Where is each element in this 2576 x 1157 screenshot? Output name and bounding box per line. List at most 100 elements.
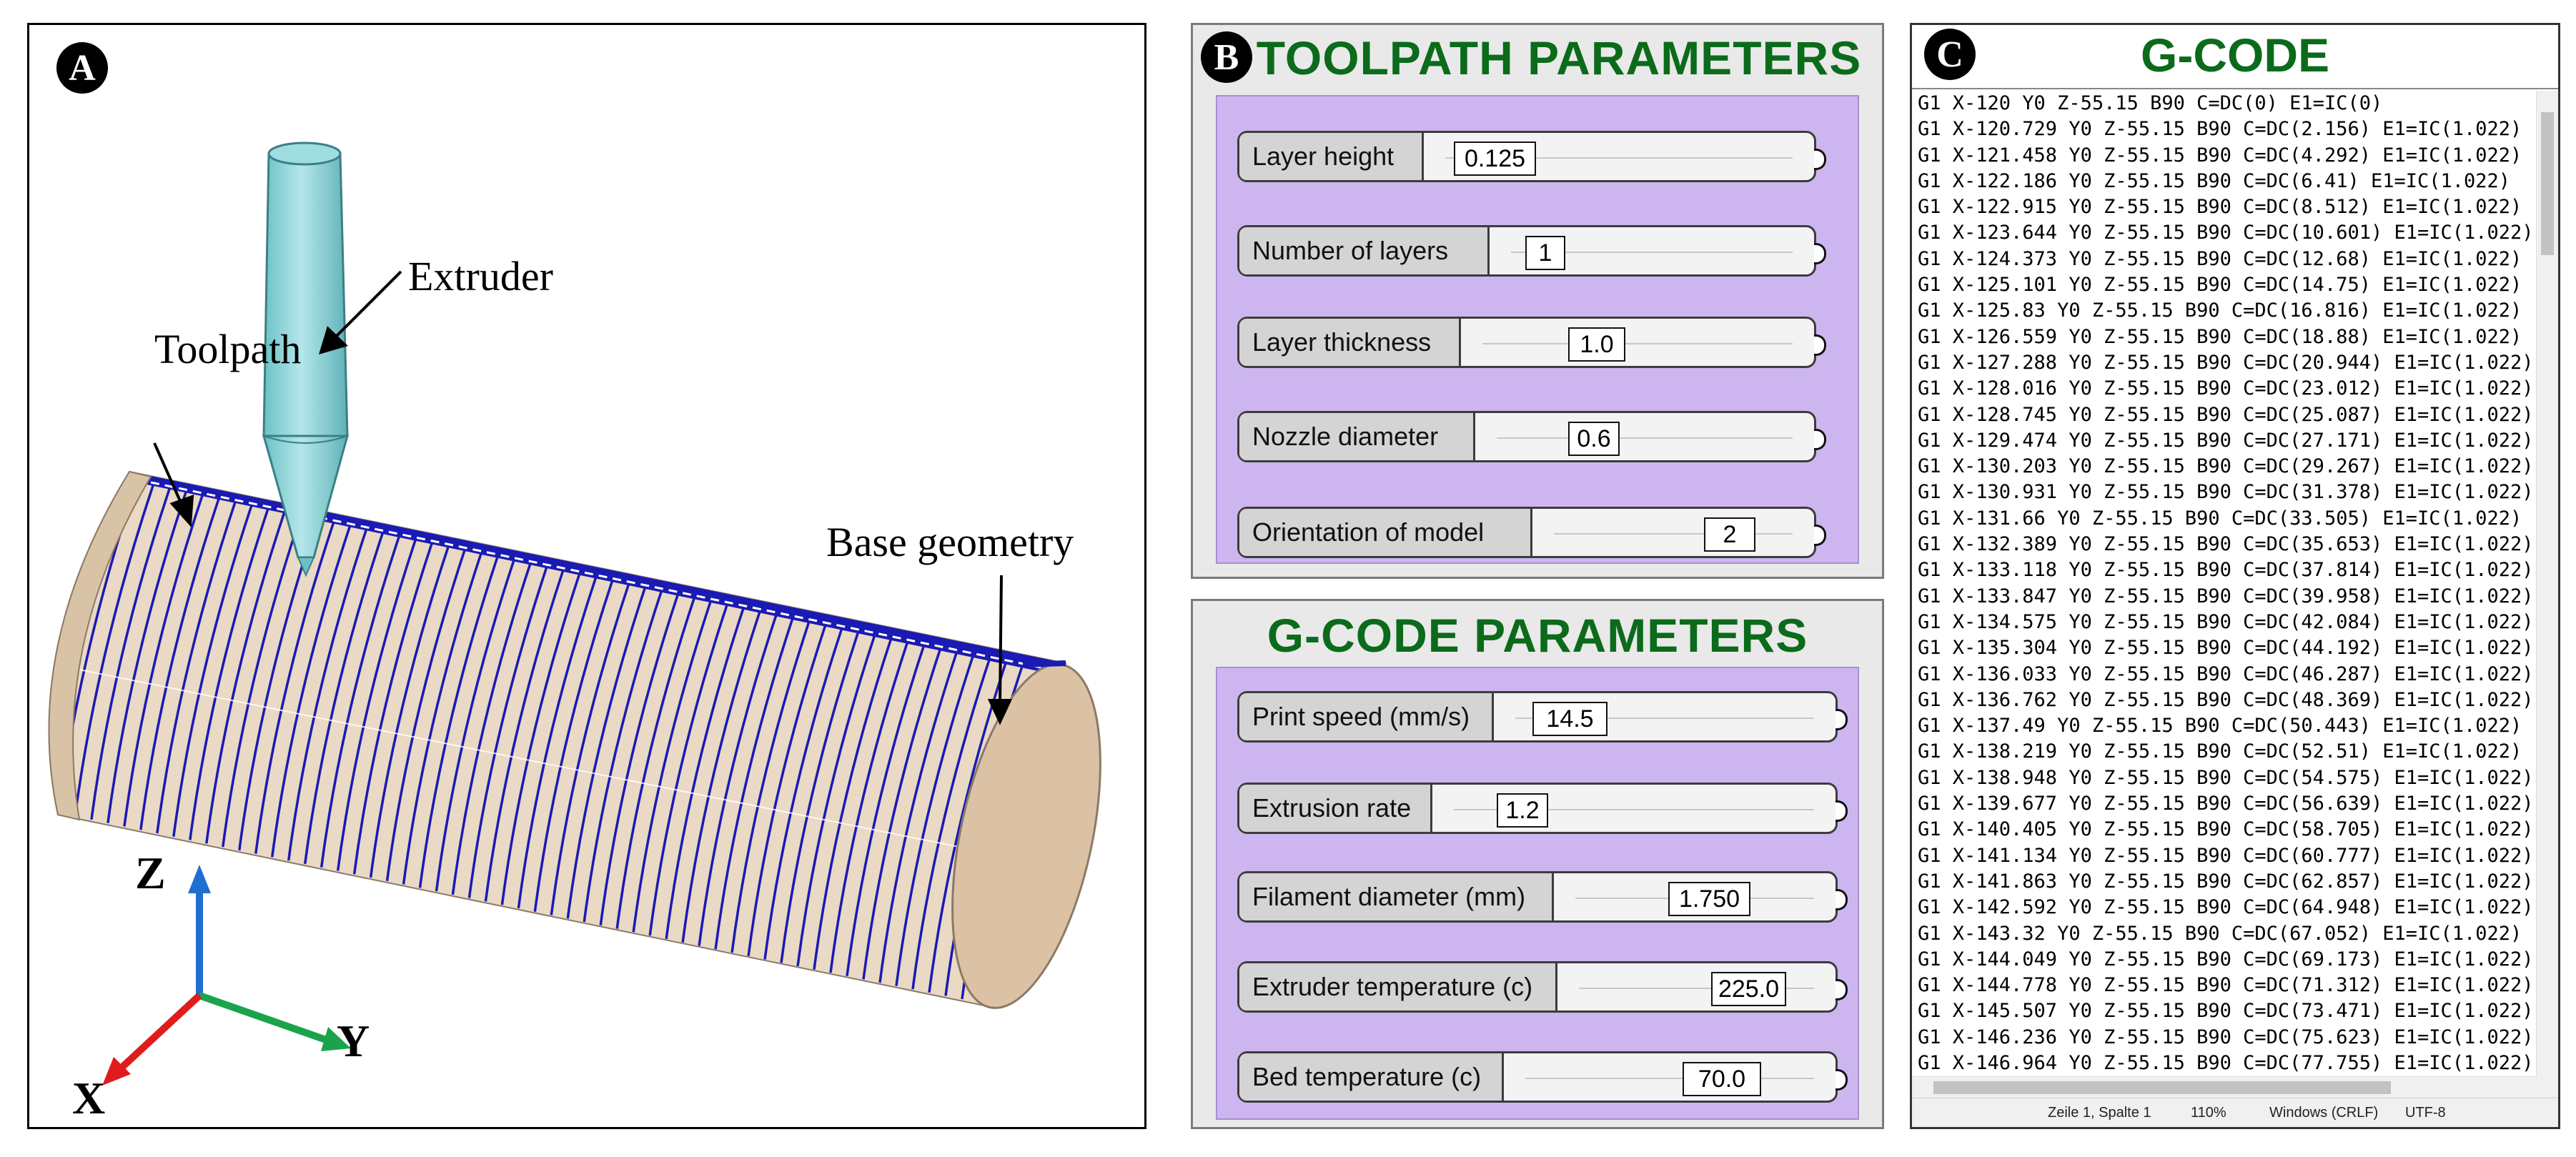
slider-track[interactable] (1579, 988, 1814, 989)
slider-value[interactable]: 0.6 (1568, 422, 1620, 456)
number-slider[interactable]: Bed temperature (c)70.0 (1237, 1051, 1848, 1103)
number-slider[interactable]: Number of layers 1 (1237, 225, 1826, 277)
gcode-line: G1 X-130.931 Y0 Z-55.15 B90 C=DC(31.378)… (1918, 481, 2532, 504)
number-slider[interactable]: Print speed (mm/s) 14.5 (1237, 691, 1848, 743)
gcode-line: G1 X-138.948 Y0 Z-55.15 B90 C=DC(54.575)… (1918, 766, 2532, 789)
toolpath-line (500, 570, 582, 908)
gcode-line: G1 X-136.762 Y0 Z-55.15 B90 C=DC(48.369)… (1918, 688, 2532, 711)
slider-value[interactable]: 0.125 (1454, 141, 1536, 176)
extruder-nozzle (262, 141, 349, 577)
gcode-line: G1 X-136.033 Y0 Z-55.15 B90 C=DC(46.287)… (1918, 662, 2532, 685)
slider-value[interactable]: 1 (1525, 236, 1565, 270)
status-bar: Zeile 1, Spalte 1 110% Windows (CRLF) UT… (1912, 1098, 2558, 1127)
output-grip[interactable] (1814, 525, 1826, 546)
slider-value[interactable]: 225.0 (1711, 972, 1786, 1006)
number-slider[interactable]: Filament diameter (mm) 1.750 (1237, 871, 1848, 923)
axis-x-label: X (72, 1073, 106, 1123)
slider-label: Number of layers (1239, 227, 1490, 274)
gcode-line: G1 X-137.49 Y0 Z-55.15 B90 C=DC(50.443) … (1918, 715, 2522, 738)
toolpath-line (73, 485, 154, 822)
gcode-parameters-panel: G-CODE PARAMETERS Print speed (mm/s) 14.5… (1191, 599, 1884, 1129)
base-geometry-cylinder (48, 470, 1101, 1009)
gcode-text-area[interactable]: G1 X-120 Y0 Z-55.15 B90 C=DC(0) E1=IC(0)… (1918, 91, 2532, 1076)
slider-track[interactable] (1515, 717, 1814, 719)
toolpath-line (599, 590, 680, 928)
output-grip[interactable] (1836, 979, 1848, 1000)
toolpath-line (254, 521, 335, 858)
number-slider[interactable]: Nozzle diameter 0.6 (1237, 411, 1826, 462)
slider-value[interactable]: 1.2 (1497, 793, 1548, 828)
number-slider[interactable]: Extruder temperature (c) 225.0 (1237, 961, 1848, 1013)
slider-track[interactable] (1454, 809, 1814, 810)
gcode-line: G1 X-127.288 Y0 Z-55.15 B90 C=DC(20.944)… (1918, 351, 2532, 374)
output-grip[interactable] (1836, 1069, 1848, 1091)
output-grip[interactable] (1814, 149, 1826, 170)
slider-label: Extrusion rate (1239, 785, 1432, 832)
extruder-label: Extruder (408, 253, 553, 299)
axis-z-label: Z (135, 848, 166, 898)
slider-label: Nozzle diameter (1239, 413, 1475, 460)
panel-a-badge: A (56, 42, 108, 94)
toolpath-line (813, 633, 894, 970)
zoom-level: 110% (2191, 1105, 2226, 1121)
slider-value[interactable]: 70.0 (1683, 1062, 1761, 1096)
toolpath-line (780, 626, 861, 963)
number-slider[interactable]: Extrusion rate 1.2 (1237, 783, 1848, 834)
slider-label: Layer height (1239, 133, 1424, 180)
output-grip[interactable] (1814, 243, 1826, 264)
toolpath-line (681, 607, 763, 944)
gcode-line: G1 X-144.778 Y0 Z-55.15 B90 C=DC(71.312)… (1918, 974, 2532, 997)
gcode-line: G1 X-141.134 Y0 Z-55.15 B90 C=DC(60.777)… (1918, 844, 2532, 867)
slider-track[interactable] (1482, 343, 1793, 344)
output-grip[interactable] (1836, 889, 1848, 910)
gcode-text-editor: G-CODE G1 X-120 Y0 Z-55.15 B90 C=DC(0) E… (1910, 23, 2560, 1129)
gcode-line: G1 X-126.559 Y0 Z-55.15 B90 C=DC(18.88) … (1918, 325, 2522, 348)
gcode-parameters-title: G-CODE PARAMETERS (1267, 609, 1808, 662)
gcode-line: G1 X-125.83 Y0 Z-55.15 B90 C=DC(16.816) … (1918, 299, 2522, 322)
encoding: UTF-8 (2405, 1105, 2446, 1121)
slider-track[interactable] (1525, 1078, 1814, 1079)
gcode-line: G1 X-142.592 Y0 Z-55.15 B90 C=DC(64.948)… (1918, 896, 2532, 919)
toolpath-line (221, 515, 302, 852)
output-grip[interactable] (1814, 334, 1826, 356)
toolpath-line (89, 488, 171, 825)
slider-value[interactable]: 2 (1704, 517, 1755, 552)
slider-value[interactable]: 1.750 (1668, 882, 1750, 916)
output-grip[interactable] (1836, 800, 1848, 822)
slider-track[interactable] (1554, 533, 1793, 535)
slider-label: Print speed (mm/s) (1239, 693, 1494, 740)
toolpath-line (566, 584, 648, 920)
toolpath-line (517, 574, 598, 911)
gcode-line: G1 X-125.101 Y0 Z-55.15 B90 C=DC(14.75) … (1918, 274, 2522, 297)
gcode-line: G1 X-139.677 Y0 Z-55.15 B90 C=DC(56.639)… (1918, 793, 2532, 815)
toolpath-line (336, 537, 417, 875)
axis-triad (102, 865, 351, 1086)
vertical-scrollbar[interactable] (2536, 91, 2558, 1098)
gcode-line: G1 X-133.118 Y0 Z-55.15 B90 C=DC(37.814)… (1918, 559, 2532, 582)
slider-track[interactable] (1445, 157, 1793, 159)
toolpath-label: Toolpath (154, 326, 302, 372)
toolpath-parameters-title: TOOLPATH PARAMETERS (1256, 31, 1862, 84)
slider-track[interactable] (1497, 437, 1793, 439)
gcode-line: G1 X-134.575 Y0 Z-55.15 B90 C=DC(42.084)… (1918, 610, 2532, 633)
number-slider[interactable]: Layer height 0.125 (1237, 131, 1826, 182)
output-grip[interactable] (1814, 429, 1826, 450)
panel-b-badge: B (1201, 31, 1252, 83)
gcode-line: G1 X-122.186 Y0 Z-55.15 B90 C=DC(6.41) E… (1918, 169, 2511, 192)
toolpath-line (747, 620, 828, 957)
toolpath-line (730, 617, 812, 953)
toolpath-line (435, 557, 516, 895)
slider-label: Extruder temperature (c) (1239, 963, 1557, 1010)
slider-track[interactable] (1511, 252, 1793, 253)
callout-arrows (153, 270, 1013, 725)
slider-value[interactable]: 1.0 (1568, 327, 1625, 362)
gcode-title: G-CODE (2141, 29, 2329, 81)
output-grip[interactable] (1836, 709, 1848, 730)
horizontal-scrollbar[interactable] (1912, 1076, 2537, 1098)
slider-label: Filament diameter (mm) (1239, 873, 1554, 920)
toolpath-line (352, 541, 434, 878)
slider-value[interactable]: 14.5 (1532, 702, 1607, 736)
